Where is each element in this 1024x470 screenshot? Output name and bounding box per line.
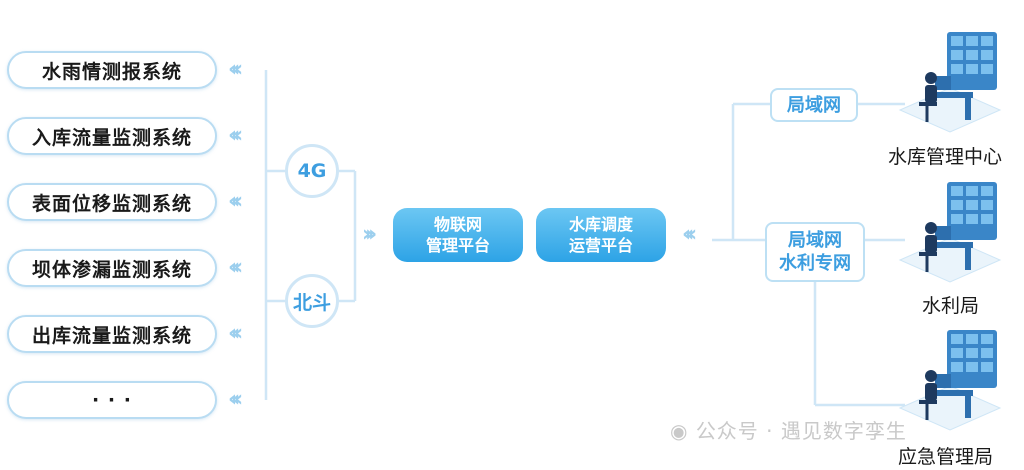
platform-line1: 物联网: [433, 215, 482, 234]
chevron-right-icon: ›››: [362, 222, 377, 247]
system-label: 坝体渗漏监测系统: [31, 258, 192, 281]
lan-box-mid: 局域网 水利专网: [765, 222, 865, 282]
system-label: 水雨情测报系统: [41, 60, 182, 83]
network-label: 4G: [297, 160, 327, 182]
lan-box-top: 局域网: [770, 88, 858, 122]
workstation-icon: [898, 182, 1002, 283]
system-label: 入库流量监测系统: [31, 126, 192, 149]
iot-platform: 物联网 管理平台: [393, 208, 523, 262]
lan-label-line2: 水利专网: [779, 253, 851, 274]
system-pill-seepage: 坝体渗漏监测系统: [7, 249, 217, 287]
network-beidou: 北斗: [285, 274, 339, 328]
workstation-icon: [898, 330, 1002, 431]
wechat-icon: ◉: [670, 419, 689, 443]
chevron-left-icon: ‹‹‹: [228, 255, 243, 280]
workstation-icon: [898, 32, 1002, 133]
chevron-left-icon: ‹‹‹: [228, 387, 243, 412]
system-label: 表面位移监测系统: [31, 192, 192, 215]
destination-label-center: 水库管理中心: [888, 146, 1003, 168]
chevron-left-icon: ‹‹‹: [228, 57, 243, 82]
system-label: 出库流量监测系统: [31, 324, 192, 347]
system-pill-displacement: 表面位移监测系统: [7, 183, 217, 221]
lan-label-line1: 局域网: [788, 230, 842, 251]
network-label: 北斗: [292, 291, 331, 314]
system-pill-outflow: 出库流量监测系统: [7, 315, 217, 353]
chevron-left-icon: ‹‹‹: [228, 321, 243, 346]
chevron-left-icon: ‹‹‹: [228, 123, 243, 148]
system-pill-rainfall: 水雨情测报系统: [7, 51, 217, 89]
chevron-left-icon: ‹‹‹: [228, 189, 243, 214]
system-pill-inflow: 入库流量监测系统: [7, 117, 217, 155]
destination-label-water-bureau: 水利局: [922, 295, 980, 317]
platform-line2: 管理平台: [425, 236, 490, 255]
platform-line1: 水库调度: [568, 215, 633, 234]
system-pill-more: · · ·: [7, 381, 217, 419]
watermark: ◉ 公众号 · 遇见数字孪生: [670, 415, 907, 444]
chevron-left-icon: ‹‹‹: [682, 222, 697, 247]
network-4g: 4G: [285, 144, 339, 198]
dispatch-platform: 水库调度 运营平台: [536, 208, 666, 262]
watermark-text: 公众号 · 遇见数字孪生: [695, 419, 907, 443]
platform-line2: 运营平台: [568, 236, 633, 255]
lan-label: 局域网: [787, 94, 841, 116]
system-label: · · ·: [92, 389, 132, 411]
destination-label-emergency: 应急管理局: [898, 446, 994, 468]
